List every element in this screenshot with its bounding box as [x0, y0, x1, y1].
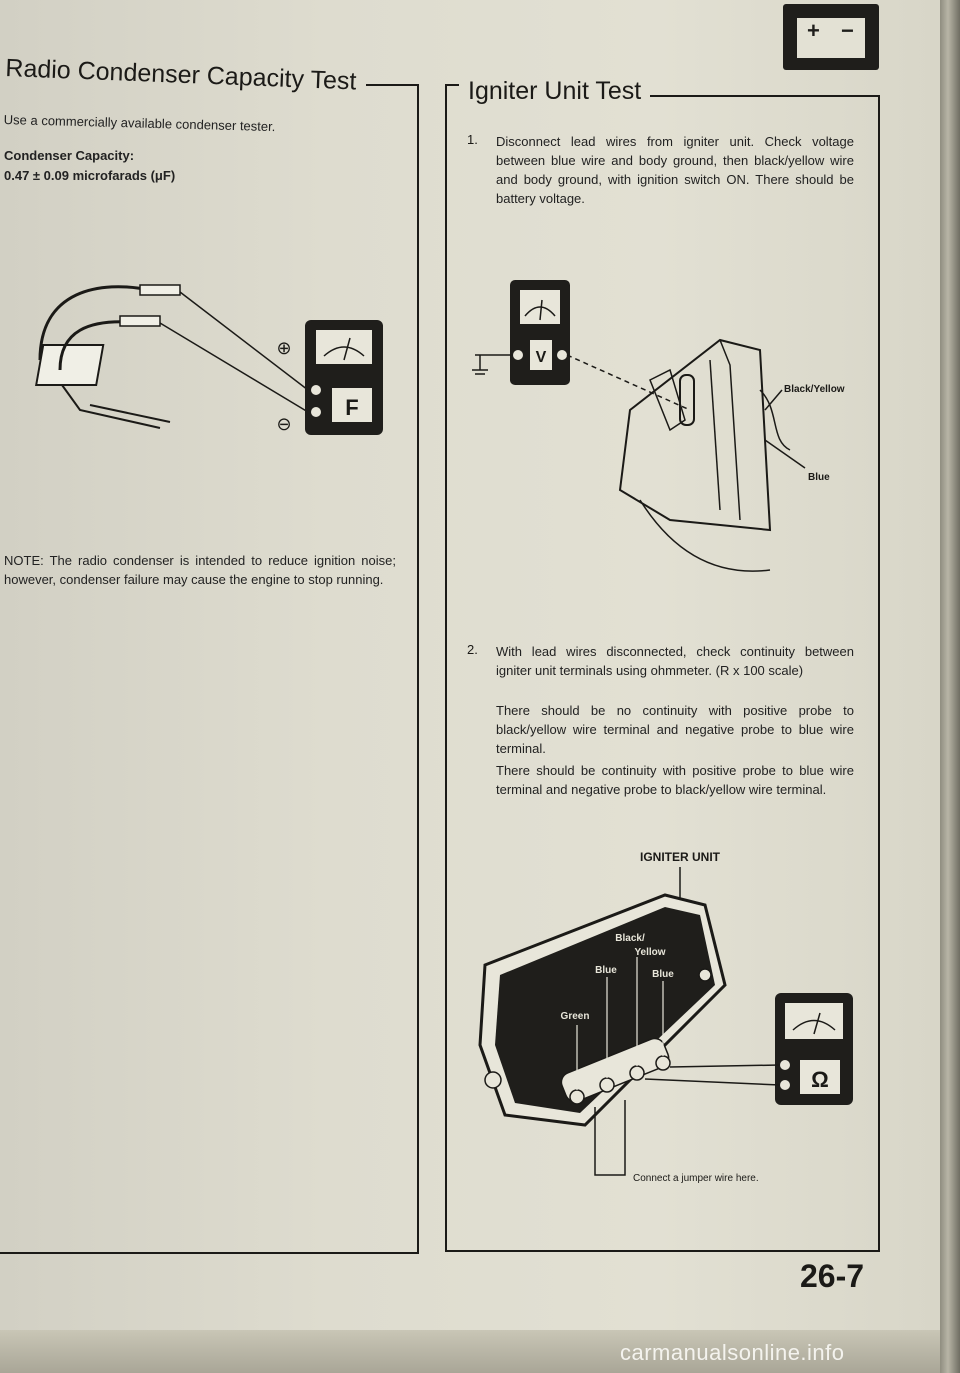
- igniter-unit-title: IGNITER UNIT: [640, 850, 721, 864]
- step2-continuity: There should be continuity with positive…: [496, 763, 854, 797]
- right-section-title: Igniter Unit Test: [468, 77, 642, 105]
- spec-label: Condenser Capacity:: [4, 148, 135, 163]
- step1-text: Disconnect lead wires from igniter unit.…: [496, 134, 854, 206]
- condenser-tester-diagram: F ⊕ ⊖: [35, 284, 383, 435]
- label-blue: Blue: [808, 472, 830, 483]
- label-blue-left: Blue: [595, 965, 617, 976]
- plus-terminal: ⊕: [276, 338, 291, 358]
- label-yellow: Yellow: [634, 947, 665, 958]
- page-edge: [940, 0, 960, 1373]
- ohmmeter-letter: Ω: [811, 1067, 829, 1092]
- page-number: 26-7: [800, 1258, 865, 1294]
- label-black-yellow: Black/Yellow: [784, 384, 845, 395]
- left-note: NOTE: The radio condenser is intended to…: [4, 553, 396, 587]
- left-bottom-rule: [0, 1252, 419, 1254]
- step1-number: 1.: [467, 132, 478, 147]
- left-vertical-rule: [417, 84, 419, 1254]
- voltmeter-letter: V: [536, 349, 547, 366]
- page-bottom-band: [0, 1330, 940, 1373]
- battery-icon: +−: [783, 4, 879, 70]
- minus-terminal: ⊖: [276, 414, 291, 434]
- step2-intro: With lead wires disconnected, check cont…: [496, 644, 854, 678]
- voltage-check-diagram: V Black/Yellow Blue: [472, 280, 845, 572]
- left-title-rule: [366, 84, 418, 86]
- spec-value: 0.47 ± 0.09 microfarads (μF): [4, 168, 176, 183]
- right-left-rule: [445, 84, 447, 1252]
- step2-number: 2.: [467, 642, 478, 657]
- watermark: carmanualsonline.info: [620, 1340, 845, 1365]
- jumper-caption: Connect a jumper wire here.: [633, 1173, 759, 1184]
- right-bottom-rule: [445, 1250, 880, 1252]
- label-blue-right: Blue: [652, 969, 674, 980]
- igniter-unit-diagram: IGNITER UNIT Black/ Yellow Blue Blue Gre…: [478, 850, 853, 1184]
- right-title-rule-right: [650, 95, 880, 97]
- right-title-rule-left: [445, 84, 459, 86]
- right-right-rule: [878, 95, 880, 1252]
- tester-letter: F: [345, 395, 358, 420]
- label-black: Black/: [615, 933, 645, 944]
- label-green: Green: [561, 1011, 590, 1022]
- step2-no-continuity: There should be no continuity with posit…: [496, 703, 854, 756]
- manual-page: [0, 0, 940, 1373]
